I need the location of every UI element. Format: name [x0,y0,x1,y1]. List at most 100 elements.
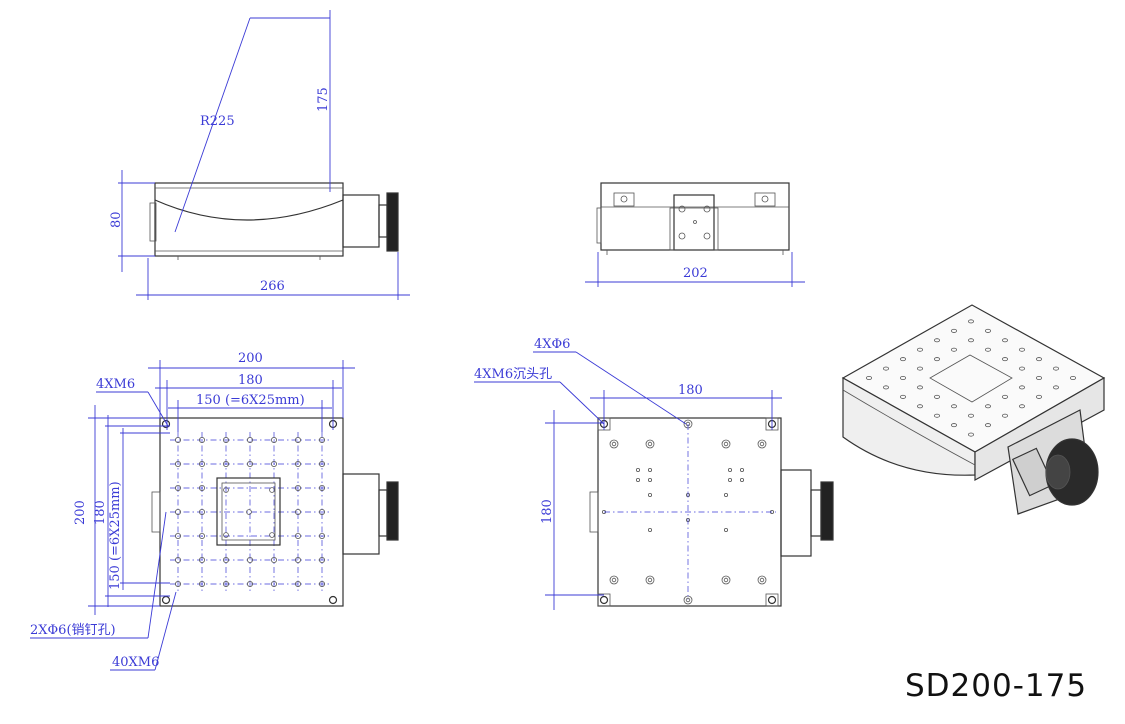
top-view-height-outer-label: 200 [73,500,88,525]
top-view-hole-grid [161,419,338,605]
counterbore-hole [767,595,777,605]
iso-hole [1002,338,1009,343]
m6-hole [198,484,205,491]
top-view-pitch-label: 150 (=6X25mm) [196,393,305,408]
iso-hole [1002,357,1009,362]
m6-hole [222,460,229,467]
end-view: 202 [585,182,805,287]
side-view-height-label: 175 [316,87,331,112]
iso-hole [951,328,958,333]
m6-hole [294,484,301,491]
iso-hole [1053,385,1060,390]
iso-hole [985,347,992,352]
iso-hole [900,357,907,362]
bottom-view-motor-housing [780,469,812,557]
iso-hole [1002,394,1009,399]
m6-hole [270,460,277,467]
bottom-hole [721,575,731,585]
bottom-small-hole [724,528,729,533]
iso-hole [900,375,907,380]
iso-hole [951,423,958,428]
bottom-small-hole [648,477,653,482]
bottom-small-hole [636,467,641,472]
m6-hole [318,436,325,443]
bottom-small-hole [648,467,653,472]
bottom-view: 180 180 4XΦ6 4XM6沉头孔 [474,337,834,610]
iso-hole [883,385,890,390]
m6-hole [318,484,325,491]
bottom-small-hole [728,477,733,482]
bottom-view-counterbore-label: 4XM6沉头孔 [474,367,552,382]
iso-hole [985,404,992,409]
plate-hole [223,532,229,538]
iso-hole [1019,385,1026,390]
top-view-height-inner-label: 180 [93,500,108,525]
plate-hole [269,532,275,538]
iso-hole [900,394,907,399]
top-view-width-outer-label: 200 [238,351,263,366]
iso-hole-pattern [866,319,1077,437]
iso-hole [917,385,924,390]
iso-hole [934,394,941,399]
m6-hole [318,460,325,467]
end-view-width-label: 202 [683,266,708,281]
m6-hole [174,581,181,588]
iso-hole [934,357,941,362]
bottom-hole [609,439,619,449]
m6-hole [198,508,205,515]
top-view-width-inner-label: 180 [238,373,263,388]
side-view: R225 175 80 266 [109,10,410,300]
bottom-small-hole [636,477,641,482]
side-view-arc [154,199,344,221]
iso-hole [951,347,958,352]
corner-hole [328,595,338,605]
bottom-hole [645,575,655,585]
m6-hole [318,533,325,540]
iso-hole [1019,366,1026,371]
iso-hole [1036,375,1043,380]
side-view-radius-label: R225 [200,114,235,129]
bottom-hole [645,439,655,449]
bottom-small-hole [740,477,745,482]
iso-hole [934,413,941,418]
m6-hole [222,436,229,443]
m6-hole [246,581,253,588]
corner-pocket [597,593,611,607]
m6-hole [198,581,205,588]
iso-hole [1053,366,1060,371]
m6-hole [294,581,301,588]
bottom-view-knob [820,481,834,541]
iso-hole [934,338,941,343]
bottom-hole [757,575,767,585]
m6-hole [198,460,205,467]
m6-hole [270,581,277,588]
iso-right-face [974,376,1105,482]
m6-hole [246,436,253,443]
iso-hole [951,404,958,409]
top-view-center-plate [216,477,281,546]
top-view-motor-housing [342,473,380,555]
bottom-small-hole [648,492,653,497]
iso-hole [1036,394,1043,399]
m6-hole [174,533,181,540]
iso-center-plate [929,354,1013,403]
iso-hole [968,413,975,418]
model-title: SD200-175 [905,668,1088,704]
plate-hole [246,509,252,515]
bottom-small-hole [740,467,745,472]
m6-hole [246,557,253,564]
side-view-thickness-label: 80 [109,211,124,228]
iso-hole [866,375,873,380]
bottom-hole [609,575,619,585]
top-view-pin-hole-label: 2XΦ6(销钉孔) [30,623,116,638]
side-view-length-label: 266 [260,279,285,294]
m6-hole [198,557,205,564]
m6-hole [174,557,181,564]
bottom-small-hole [724,492,729,497]
iso-hole [883,366,890,371]
bottom-view-through-hole-label: 4XΦ6 [534,337,570,352]
top-view-pitch-vertical-label: 150 (=6X25mm) [108,481,123,590]
m6-hole [174,484,181,491]
m6-hole [174,460,181,467]
